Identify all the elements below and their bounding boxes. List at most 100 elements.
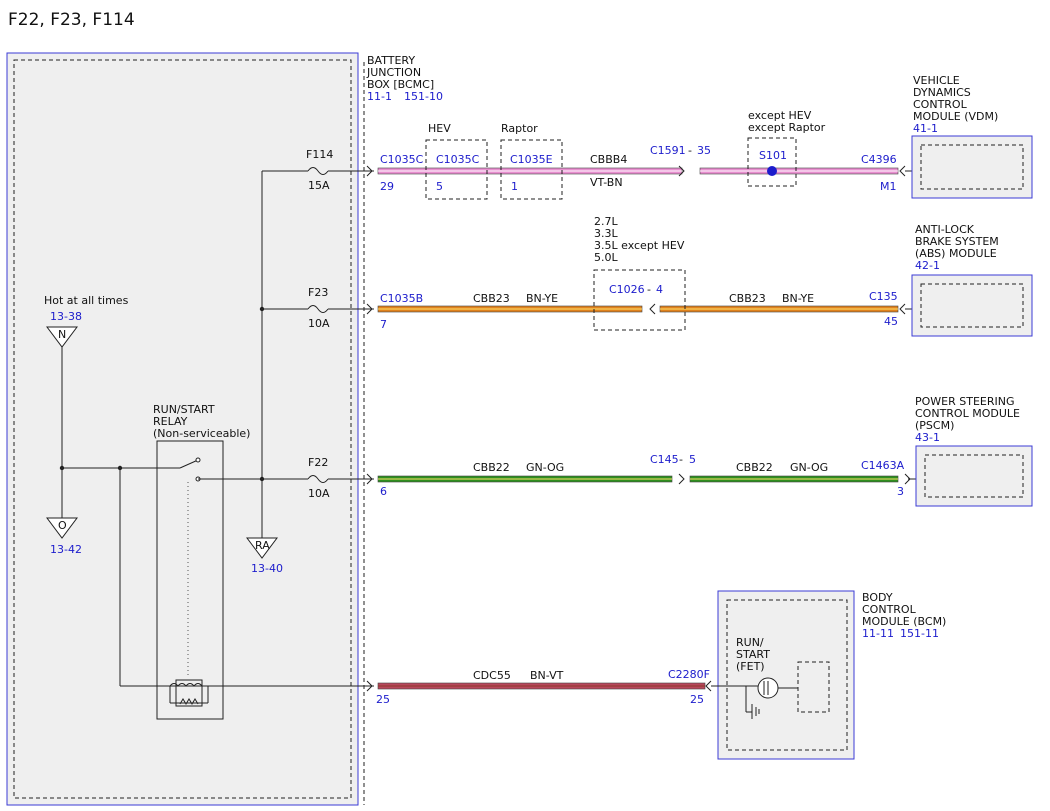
pscm-label-2: CONTROL MODULE <box>915 407 1020 420</box>
c4-color: BN-VT <box>530 669 564 682</box>
c3-inline-conn[interactable]: C145 <box>650 453 679 466</box>
hev-option-box <box>425 139 488 200</box>
fet-label-3: (FET) <box>736 660 765 673</box>
node-n-symbol: N <box>46 326 78 348</box>
c1-inline-conn[interactable]: C1591 <box>650 144 686 157</box>
connector-chevron <box>366 165 373 177</box>
raptor-option-box <box>500 139 563 200</box>
bcm-ref-2[interactable]: 151-11 <box>900 627 939 640</box>
node-ra-label: RA <box>255 539 270 552</box>
c2-note-3: 3.5L except HEV <box>594 239 685 252</box>
relay-label-line2: RELAY <box>153 415 188 428</box>
c2-dest-pin: 45 <box>884 315 898 328</box>
circuit3-wire <box>377 475 899 483</box>
hot-label: Hot at all times <box>44 294 129 307</box>
fuse-f23-amp: 10A <box>308 317 330 330</box>
fuse-f23-name: F23 <box>308 286 328 299</box>
connector-chevron <box>649 303 656 315</box>
relay-label-line1: RUN/START <box>153 403 215 416</box>
abs-inner <box>920 283 1024 328</box>
splice-dot <box>767 166 777 176</box>
connector-chevron <box>678 473 685 485</box>
splice-note-1: except HEV <box>748 109 812 122</box>
c2-circuit: CBB23 <box>473 292 510 305</box>
connector-chevron <box>899 303 906 315</box>
splice-note-2: except Raptor <box>748 121 826 134</box>
fet-label-2: START <box>736 648 770 661</box>
connector-chevron <box>366 473 373 485</box>
connector-chevron <box>678 165 685 177</box>
c2-pin: 7 <box>380 318 387 331</box>
c1-color: VT-BN <box>590 176 623 189</box>
fuse-f114-symbol <box>307 167 329 175</box>
relay-box <box>156 440 224 720</box>
c3-dest-pin: 3 <box>897 485 904 498</box>
c2-conn[interactable]: C1035B <box>380 292 423 305</box>
bcm-module <box>717 590 855 760</box>
node-o-ref[interactable]: 13-42 <box>50 543 82 556</box>
hev-label: HEV <box>428 122 451 135</box>
c3-inline-sep: - <box>679 453 683 466</box>
connector-chevron <box>899 165 906 177</box>
c1-circuit: CBBB4 <box>590 153 627 166</box>
c4-dest-conn[interactable]: C2280F <box>668 668 710 681</box>
node-n-label: N <box>58 328 66 341</box>
c2-inline-sep: - <box>647 283 651 296</box>
bcm-label-3: MODULE (BCM) <box>862 615 946 628</box>
pscm-label-3: (PSCM) <box>915 419 954 432</box>
diagram-title: F22, F23, F114 <box>8 10 135 30</box>
node-ra-symbol: RA <box>246 537 278 559</box>
bjb-ref-2[interactable]: 151-10 <box>404 90 443 103</box>
connector-chevron <box>705 680 712 692</box>
hot-ref[interactable]: 13-38 <box>50 310 82 323</box>
c2-dest-conn[interactable]: C135 <box>869 290 898 303</box>
vdm-label-2: DYNAMICS <box>913 86 971 99</box>
fuse-f22-amp: 10A <box>308 487 330 500</box>
fuse-f22-symbol <box>307 475 329 483</box>
vdm-ref[interactable]: 41-1 <box>913 122 938 135</box>
c1-dest-pin: M1 <box>880 180 897 193</box>
bjb-label-line2: JUNCTION <box>366 66 421 79</box>
abs-module <box>911 274 1033 337</box>
fet-control-box <box>797 661 830 713</box>
splice-option-box <box>747 137 797 187</box>
c1-conn[interactable]: C1035C <box>380 153 424 166</box>
c2-inline-conn[interactable]: C1026 <box>609 283 645 296</box>
bcm-label-2: CONTROL <box>862 603 917 616</box>
vdm-label-3: CONTROL <box>913 98 968 111</box>
c1-dest-conn[interactable]: C4396 <box>861 153 897 166</box>
hev-pin: 5 <box>436 180 443 193</box>
relay-contact-arm <box>179 459 199 469</box>
pscm-label-1: POWER STEERING <box>915 395 1015 408</box>
pscm-ref[interactable]: 43-1 <box>915 431 940 444</box>
abs-label-3: (ABS) MODULE <box>915 247 997 260</box>
bcm-label-1: BODY <box>862 591 893 604</box>
c3-dest-conn[interactable]: C1463A <box>861 459 905 472</box>
c2-option-box <box>593 269 686 331</box>
node-ra-ref[interactable]: 13-40 <box>251 562 283 575</box>
relay-contact-no <box>195 457 201 463</box>
bcm-ref-1[interactable]: 11-11 <box>862 627 894 640</box>
c3-color-b: GN-OG <box>790 461 828 474</box>
c3-pin: 6 <box>380 485 387 498</box>
bjb-label-line3: BOX [BCMC] <box>367 78 434 91</box>
vdm-label-1: VEHICLE <box>913 74 960 87</box>
bjb-ref-1[interactable]: 11-1 <box>367 90 392 103</box>
c2-note-4: 5.0L <box>594 251 618 264</box>
node-o-symbol: O <box>46 517 78 539</box>
c3-circuit-b: CBB22 <box>736 461 773 474</box>
vdm-inner <box>920 144 1024 190</box>
relay-label-line3: (Non-serviceable) <box>153 427 250 440</box>
splice-name[interactable]: S101 <box>759 149 787 162</box>
raptor-label: Raptor <box>501 122 538 135</box>
c2-inline-pin: 4 <box>656 283 663 296</box>
abs-ref[interactable]: 42-1 <box>915 259 940 272</box>
pscm-module <box>915 445 1033 507</box>
c2-circuit-b: CBB23 <box>729 292 766 305</box>
pscm-inner <box>924 454 1024 498</box>
c2-note-2: 3.3L <box>594 227 618 240</box>
hev-conn[interactable]: C1035C <box>436 153 480 166</box>
c1-inline-sep: - <box>688 144 692 157</box>
bjb-label-line1: BATTERY <box>367 54 415 67</box>
raptor-conn[interactable]: C1035E <box>510 153 553 166</box>
